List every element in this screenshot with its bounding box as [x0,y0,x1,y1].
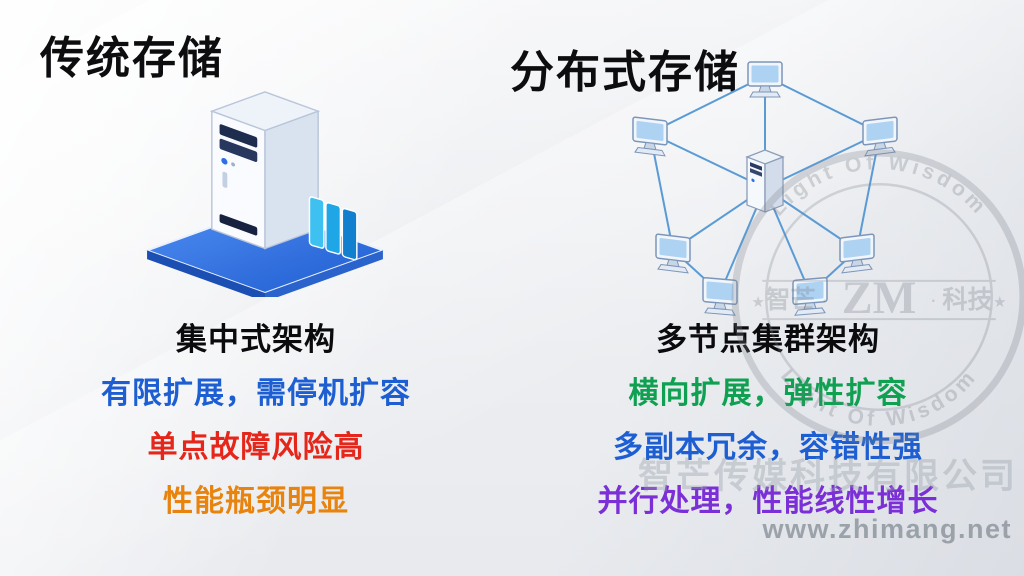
platform-edge-left [147,250,265,302]
traditional-server-illustration [120,55,410,302]
platform-edge-right [265,250,383,302]
drive-bay-icon [219,124,258,148]
right-point-1: 横向扩展，弹性扩容 [628,377,908,410]
drive-bay-icon [219,138,258,162]
power-button-icon [221,157,228,165]
stamp-star-right: ★ [993,294,1007,311]
left-point-1: 有限扩展，需停机扩容 [101,377,411,410]
server-front-face [211,110,266,250]
left-subtitle: 集中式架构 [176,322,336,357]
central-server-icon [745,149,785,213]
left-section-title: 传统存储 [40,34,224,83]
vent-slot [222,171,228,188]
network-mesh-icon [632,61,898,317]
server-tower-icon [144,91,386,302]
disk-stack-icon [308,196,358,261]
right-point-3: 并行处理，性能线性增长 [597,485,939,518]
right-section-title: 分布式存储 [510,48,740,97]
right-point-2: 多副本冗余，容错性强 [613,431,923,464]
left-point-2: 单点故障风险高 [147,431,365,464]
distributed-network-illustration [555,38,975,338]
server-side-face [264,110,319,250]
led-icon [231,162,236,167]
left-point-3: 性能瓶颈明显 [163,485,349,518]
right-subtitle: 多节点集群架构 [656,322,880,357]
vent-grille [219,214,258,236]
